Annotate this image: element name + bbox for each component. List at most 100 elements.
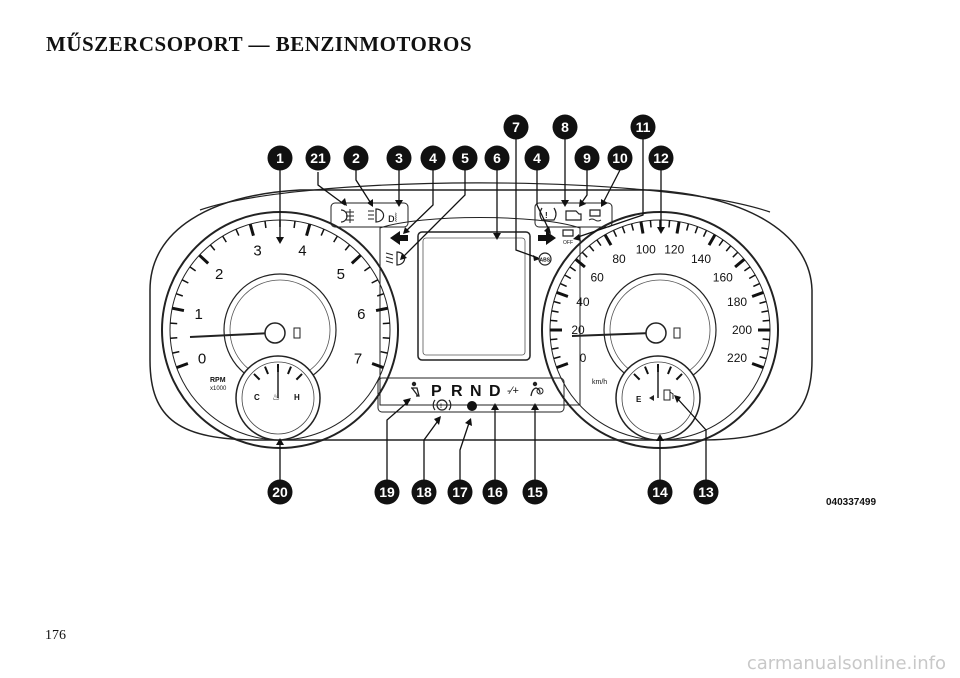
svg-text:ᴅ⦚: ᴅ⦚ <box>388 211 398 225</box>
speed-number: 60 <box>591 270 605 284</box>
right-turn-signal-icon <box>538 231 556 245</box>
speed-number: 100 <box>636 242 656 256</box>
tach-tick <box>172 350 180 354</box>
center-display <box>417 231 531 361</box>
temp-cold-label: C <box>254 393 260 402</box>
speed-tick <box>574 258 586 269</box>
fuel-tick <box>675 373 683 381</box>
callout-4: 4 <box>420 145 446 171</box>
tach-tick <box>363 266 371 272</box>
speed-tick <box>759 300 767 305</box>
callout-3: 3 <box>386 145 412 171</box>
speed-tick <box>694 226 699 234</box>
speed-tick <box>550 338 558 341</box>
tach-tick <box>371 362 384 370</box>
fuel-tick <box>667 366 672 375</box>
svg-text:4: 4 <box>429 150 437 166</box>
seatbelt-reminder-icon <box>411 381 420 397</box>
tach-number: 4 <box>298 242 306 259</box>
tach-number: 6 <box>357 306 365 323</box>
speed-tick <box>743 266 751 272</box>
speed-tick <box>753 282 761 288</box>
svg-text:2: 2 <box>352 150 360 166</box>
tach-tick <box>264 220 267 229</box>
check-engine-icon <box>565 210 582 221</box>
svg-text:3: 3 <box>395 150 403 166</box>
rear-fog-light-icon: ᴅ⦚ <box>388 211 398 225</box>
speed-tick <box>751 362 764 370</box>
speed-tick <box>596 239 602 247</box>
tach-tick <box>293 220 296 229</box>
tach-tick <box>305 223 312 237</box>
speed-tick <box>559 282 567 288</box>
charging-system-icon: -⁄+ <box>507 385 519 397</box>
callout-7: 7 <box>503 114 529 140</box>
svg-text:21: 21 <box>310 150 326 166</box>
right-icon-strip <box>534 202 613 228</box>
tach-tick <box>344 244 351 251</box>
tach-tick <box>382 336 390 339</box>
speed-number: 140 <box>691 252 711 266</box>
abs-label: ABS <box>540 258 551 264</box>
temperature-gauge: C H ♨ <box>235 355 321 441</box>
callout-20: 20 <box>267 479 293 505</box>
fuel-pump-icon <box>663 389 674 401</box>
svg-text:12: 12 <box>653 150 669 166</box>
svg-text:-⁄+: -⁄+ <box>507 385 519 397</box>
tach-tick <box>380 350 388 354</box>
svg-text:19: 19 <box>379 484 395 500</box>
abs-warning-icon: ABS <box>538 252 552 266</box>
fuel-tick <box>633 373 641 381</box>
speed-tick <box>761 347 769 350</box>
speed-tick <box>569 266 577 272</box>
callout-9: 9 <box>574 145 600 171</box>
svg-text:1: 1 <box>276 150 284 166</box>
svg-text:4: 4 <box>533 150 541 166</box>
speed-tick <box>550 319 558 322</box>
speed-tick <box>556 362 569 370</box>
svg-text:14: 14 <box>652 484 668 500</box>
tach-tick <box>375 306 389 313</box>
speed-tick <box>603 233 613 246</box>
watermark: carmanualsonline.info <box>746 653 946 674</box>
speed-tick <box>668 220 671 228</box>
security-indicator-icon <box>467 401 477 411</box>
callout-4: 4 <box>524 145 550 171</box>
figure-code: 040337499 <box>826 497 877 508</box>
tach-tick <box>181 279 189 284</box>
svg-text:15: 15 <box>527 484 543 500</box>
tach-unit-label: RPM <box>210 377 226 384</box>
high-beam-icon <box>368 208 385 223</box>
page-number: 176 <box>45 628 66 643</box>
svg-text:7: 7 <box>512 119 520 135</box>
speed-tick <box>732 251 739 258</box>
tach-number: 5 <box>337 266 345 283</box>
callout-10: 10 <box>607 145 633 171</box>
front-fog-light-icon <box>340 209 354 223</box>
speed-number: 40 <box>576 295 590 309</box>
tach-number: 2 <box>215 266 223 283</box>
speed-tick <box>553 300 561 305</box>
tach-multiplier-label: x1000 <box>210 386 227 392</box>
callout-2: 2 <box>343 145 369 171</box>
speed-number: 80 <box>612 252 626 266</box>
temp-hot-label: H <box>294 393 300 402</box>
speed-tick <box>551 347 559 350</box>
temp-tick <box>295 373 303 381</box>
temp-tick <box>287 366 292 375</box>
callout-5: 5 <box>452 145 478 171</box>
esc-off-label: OFF <box>563 240 573 246</box>
speed-tick <box>612 229 618 237</box>
speed-tick <box>551 310 559 313</box>
tach-tick <box>235 228 240 236</box>
svg-text:!: ! <box>440 404 442 410</box>
callout-6: 6 <box>484 145 510 171</box>
speed-number: 0 <box>580 351 587 365</box>
callout-15: 15 <box>522 479 548 505</box>
tach-tick <box>175 292 184 297</box>
svg-text:20: 20 <box>272 484 288 500</box>
speed-tick <box>759 355 767 360</box>
tach-tick <box>376 292 385 297</box>
speed-number: 120 <box>664 242 684 256</box>
